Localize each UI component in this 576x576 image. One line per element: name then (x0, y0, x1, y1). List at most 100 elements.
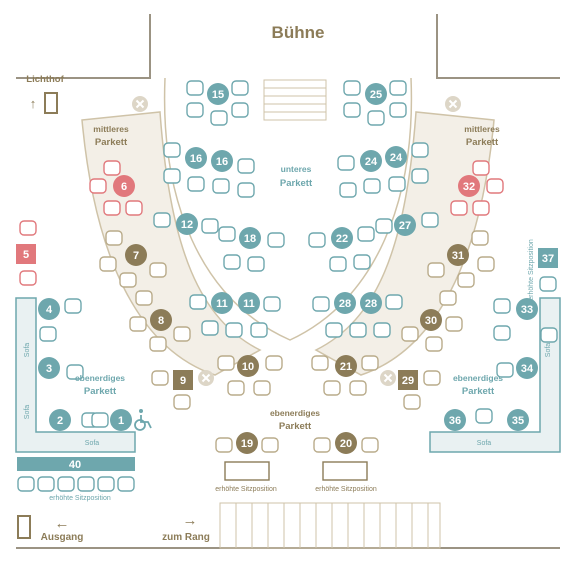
table-40[interactable]: 40 (17, 457, 135, 471)
seat[interactable] (311, 355, 329, 371)
seat[interactable] (19, 220, 37, 236)
table-28[interactable]: 28 (360, 292, 382, 314)
table-4[interactable]: 4 (38, 298, 60, 320)
seat[interactable] (186, 102, 204, 118)
seat[interactable] (215, 437, 233, 453)
seat[interactable] (457, 272, 475, 288)
seat[interactable] (64, 298, 82, 314)
table-5[interactable]: 5 (16, 244, 36, 264)
seat[interactable] (411, 142, 429, 158)
table-34[interactable]: 34 (516, 357, 538, 379)
seat[interactable] (357, 226, 375, 242)
table-9[interactable]: 9 (173, 370, 193, 390)
seat[interactable] (445, 316, 463, 332)
seat[interactable] (329, 256, 347, 272)
table-29[interactable]: 29 (398, 370, 418, 390)
seat[interactable] (103, 160, 121, 176)
table-1[interactable]: 1 (110, 409, 132, 431)
seat[interactable] (421, 212, 439, 228)
seat[interactable] (450, 200, 468, 216)
table-15[interactable]: 15 (207, 83, 229, 105)
seat[interactable] (66, 364, 84, 380)
seat[interactable] (117, 476, 135, 492)
seat[interactable] (425, 336, 443, 352)
seat[interactable] (217, 355, 235, 371)
seat[interactable] (411, 168, 429, 184)
seat[interactable] (231, 102, 249, 118)
seat[interactable] (403, 394, 421, 410)
seat[interactable] (212, 178, 230, 194)
seat[interactable] (105, 230, 123, 246)
seat[interactable] (218, 226, 236, 242)
seat[interactable] (37, 476, 55, 492)
seat[interactable] (39, 326, 57, 342)
seat[interactable] (427, 262, 445, 278)
table-8[interactable]: 8 (150, 309, 172, 331)
seat[interactable] (125, 200, 143, 216)
table-31[interactable]: 31 (447, 244, 469, 266)
seat[interactable] (349, 380, 367, 396)
seat[interactable] (339, 182, 357, 198)
seat[interactable] (343, 80, 361, 96)
seat[interactable] (472, 200, 490, 216)
seat[interactable] (173, 394, 191, 410)
table-21[interactable]: 21 (335, 355, 357, 377)
table-16[interactable]: 16 (185, 147, 207, 169)
seat[interactable] (423, 370, 441, 386)
table-25[interactable]: 25 (365, 83, 387, 105)
table-33[interactable]: 33 (516, 298, 538, 320)
seat[interactable] (401, 326, 419, 342)
table-3[interactable]: 3 (38, 357, 60, 379)
table-28[interactable]: 28 (334, 292, 356, 314)
seat[interactable] (19, 270, 37, 286)
seat[interactable] (349, 322, 367, 338)
seat[interactable] (265, 355, 283, 371)
seat[interactable] (389, 102, 407, 118)
seat[interactable] (149, 336, 167, 352)
seat[interactable] (151, 370, 169, 386)
seat[interactable] (367, 110, 385, 126)
table-37[interactable]: 37 (538, 248, 558, 268)
seat[interactable] (77, 476, 95, 492)
table-11[interactable]: 11 (211, 292, 233, 314)
table-18[interactable]: 18 (239, 227, 261, 249)
seat[interactable] (261, 437, 279, 453)
seat[interactable] (471, 230, 489, 246)
seat[interactable] (129, 316, 147, 332)
seat[interactable] (247, 256, 265, 272)
seat[interactable] (173, 326, 191, 342)
seat[interactable] (373, 322, 391, 338)
seat[interactable] (353, 254, 371, 270)
table-16[interactable]: 16 (211, 150, 233, 172)
seat[interactable] (325, 322, 343, 338)
table-36[interactable]: 36 (444, 409, 466, 431)
table-12[interactable]: 12 (176, 213, 198, 235)
seat[interactable] (388, 176, 406, 192)
table-20[interactable]: 20 (335, 432, 357, 454)
table-22[interactable]: 22 (331, 227, 353, 249)
seat[interactable] (103, 200, 121, 216)
seat[interactable] (337, 155, 355, 171)
seat[interactable] (119, 272, 137, 288)
seat[interactable] (17, 476, 35, 492)
seat[interactable] (475, 408, 493, 424)
seat[interactable] (375, 218, 393, 234)
seat[interactable] (210, 110, 228, 126)
seat[interactable] (250, 322, 268, 338)
seat[interactable] (439, 290, 457, 306)
seat[interactable] (237, 182, 255, 198)
seat[interactable] (472, 160, 490, 176)
table-10[interactable]: 10 (237, 355, 259, 377)
seat[interactable] (237, 158, 255, 174)
seat[interactable] (361, 355, 379, 371)
seat[interactable] (231, 80, 249, 96)
seat[interactable] (227, 380, 245, 396)
table-19[interactable]: 19 (236, 432, 258, 454)
seat[interactable] (187, 176, 205, 192)
seat[interactable] (163, 168, 181, 184)
seat[interactable] (385, 294, 403, 310)
seat[interactable] (91, 412, 109, 428)
seat[interactable] (263, 296, 281, 312)
seat[interactable] (540, 327, 558, 343)
seat[interactable] (493, 325, 511, 341)
